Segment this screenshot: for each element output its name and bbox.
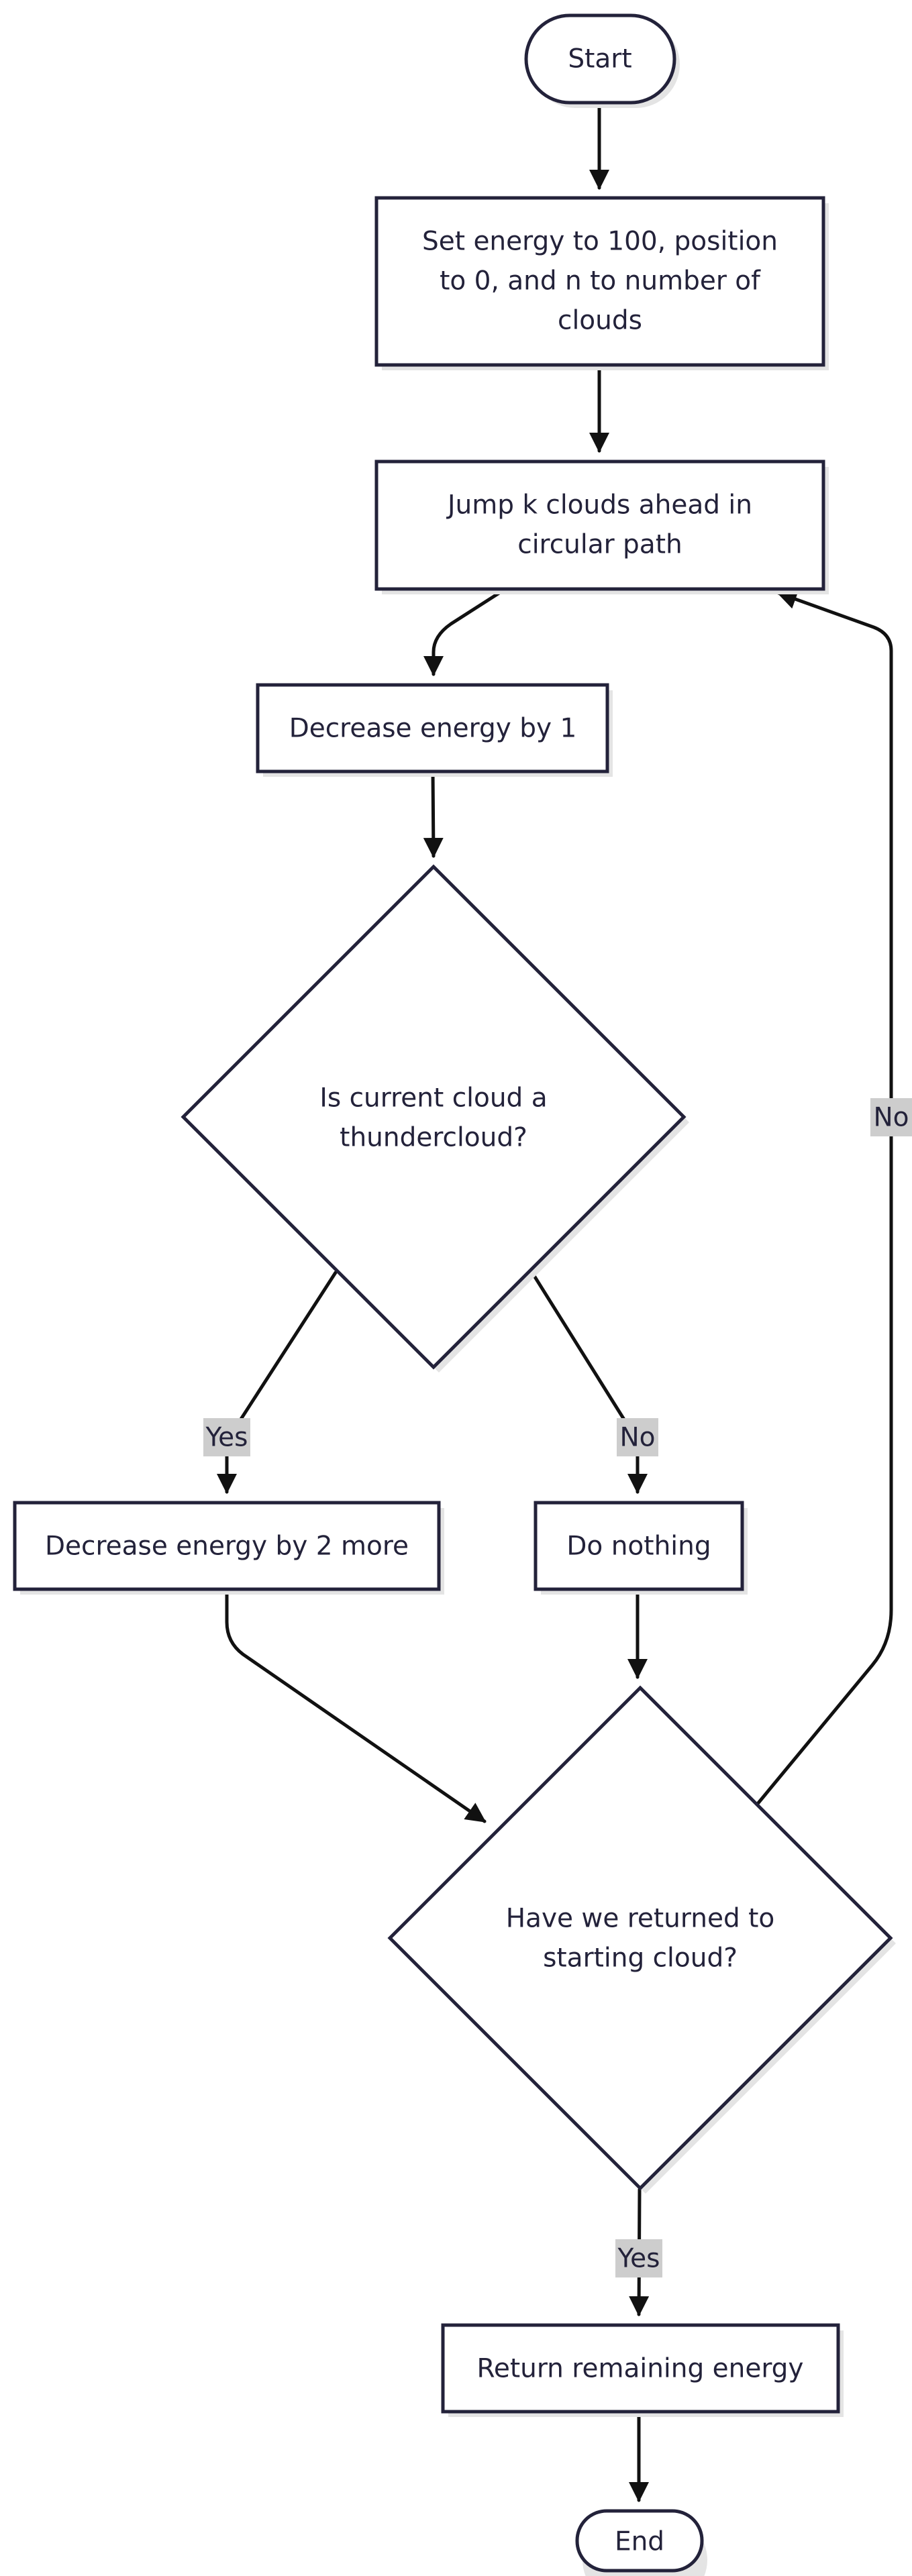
node-do-nothing-label: Do nothing	[566, 1532, 711, 1562]
node-decrease-energy-1-label: Decrease energy by 1	[289, 714, 577, 744]
node-start[interactable]: Start	[524, 13, 680, 108]
node-init-line-3: clouds	[558, 306, 642, 336]
node-init-line-2: to 0, and n to number of	[440, 266, 761, 297]
node-init[interactable]: Set energy to 100, position to 0, and n …	[374, 196, 829, 370]
edge-decrease1-to-is-thunder	[423, 769, 444, 858]
node-return-energy[interactable]: Return remaining energy	[441, 2323, 844, 2417]
nodes: Start Set energy to 100, position to 0, …	[13, 13, 896, 2576]
node-jump-line-2: circular path	[517, 530, 682, 560]
node-returned-to-start[interactable]: Have we returned to starting cloud?	[387, 1685, 896, 2194]
node-return-energy-label: Return remaining energy	[476, 2354, 803, 2384]
edge-jump-to-decrease1	[423, 588, 505, 676]
edge-label-thunder-no-text: No	[619, 1423, 655, 1453]
edge-label-returned-yes: Yes	[615, 2239, 662, 2277]
node-do-nothing[interactable]: Do nothing	[534, 1501, 748, 1595]
node-init-line-1: Set energy to 100, position	[422, 227, 778, 257]
node-jump-line-1: Jump k clouds ahead in	[446, 490, 752, 521]
edge-returned-no-to-jump	[755, 590, 893, 1807]
node-decrease-energy-1[interactable]: Decrease energy by 1	[256, 683, 613, 777]
node-is-thundercloud-line-2: thundercloud?	[340, 1123, 527, 1153]
node-is-thundercloud-line-1: Is current cloud a	[319, 1083, 547, 1114]
edge-label-returned-yes-text: Yes	[617, 2244, 660, 2274]
node-end[interactable]: End	[575, 2509, 707, 2576]
node-start-label: Start	[568, 44, 631, 74]
edge-decrease2-to-returned	[225, 1591, 487, 1823]
edge-thunder-no-to-do-nothing	[530, 1271, 648, 1494]
edge-label-returned-no: No	[870, 1098, 912, 1136]
edge-label-thunder-yes-text: Yes	[205, 1423, 248, 1453]
node-returned-to-start-line-2: starting cloud?	[543, 1943, 738, 1974]
edge-label-thunder-no: No	[617, 1418, 658, 1456]
node-decrease-energy-2-label: Decrease energy by 2 more	[45, 1532, 409, 1562]
edge-label-thunder-yes: Yes	[203, 1418, 250, 1456]
node-jump[interactable]: Jump k clouds ahead in circular path	[374, 460, 829, 594]
node-decrease-energy-2[interactable]: Decrease energy by 2 more	[13, 1501, 444, 1595]
edge-thunder-yes-to-decrease2	[217, 1271, 338, 1494]
node-end-label: End	[615, 2527, 664, 2557]
edge-labels: Yes No No Yes	[203, 1098, 912, 2277]
node-is-thundercloud[interactable]: Is current cloud a thundercloud?	[181, 864, 689, 1373]
edge-label-returned-no-text: No	[873, 1103, 909, 1133]
node-returned-to-start-line-1: Have we returned to	[506, 1904, 775, 1934]
